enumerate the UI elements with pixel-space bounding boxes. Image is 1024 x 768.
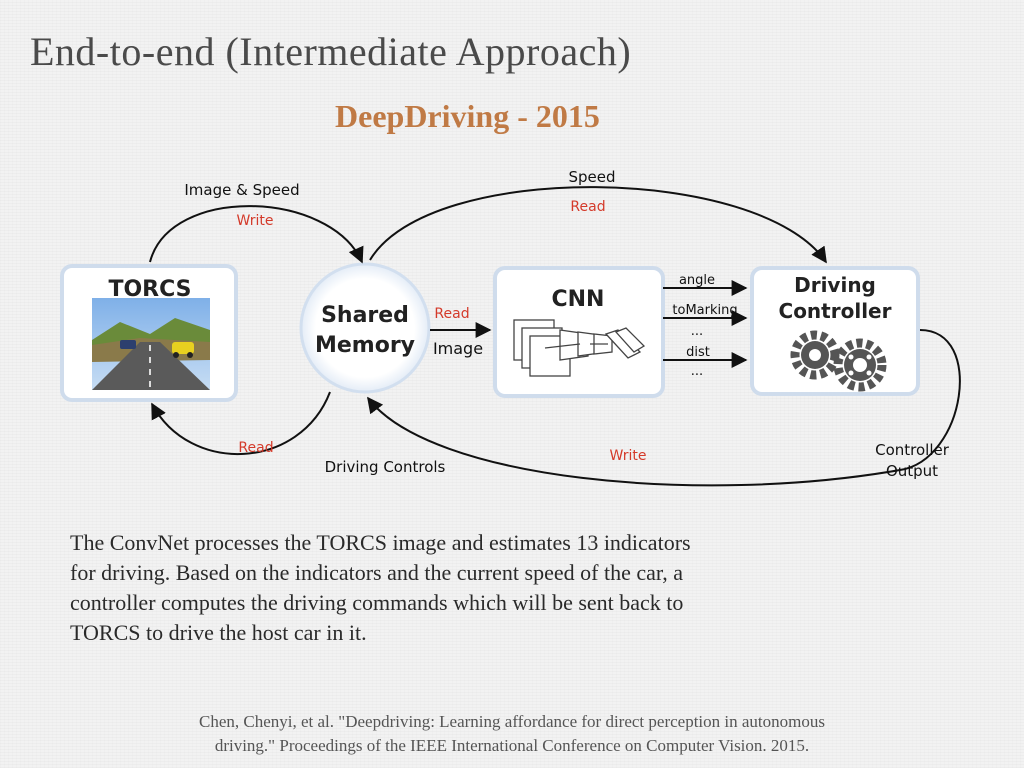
shared-memory-label-line2: Memory bbox=[315, 333, 415, 358]
slide-subtitle: DeepDriving - 2015 bbox=[335, 98, 600, 134]
label-angle: angle bbox=[679, 273, 715, 288]
label-dots-1: ... bbox=[691, 324, 703, 339]
cnn-node: CNN bbox=[493, 266, 665, 398]
driving-controller-node: Driving Controller bbox=[750, 266, 920, 396]
arrow-memory-to-torcs bbox=[151, 391, 331, 456]
description-line: for driving. Based on the indicators and… bbox=[70, 560, 684, 585]
label-controller-output-line1: Controller bbox=[875, 441, 950, 459]
description-line: TORCS to drive the host car in it. bbox=[70, 620, 367, 645]
arrow-torcs-to-memory bbox=[149, 205, 364, 264]
cnn-label: CNN bbox=[552, 287, 605, 312]
description-paragraph: The ConvNet processes the TORCS image an… bbox=[70, 528, 970, 648]
label-image: Image bbox=[433, 339, 483, 358]
driving-controller-label-line1: Driving bbox=[794, 273, 876, 297]
cnn-layers-icon bbox=[513, 319, 646, 377]
label-dots-2: ... bbox=[691, 364, 703, 379]
label-image-speed: Image & Speed bbox=[184, 181, 299, 199]
torcs-label: TORCS bbox=[108, 277, 191, 302]
label-write-bottom: Write bbox=[610, 448, 647, 464]
driving-controller-label-line2: Controller bbox=[779, 299, 892, 323]
description-line: controller computes the driving commands… bbox=[70, 590, 684, 615]
torcs-node: TORCS bbox=[60, 264, 238, 402]
label-write-top: Write bbox=[237, 213, 274, 229]
shared-memory-label-line1: Shared bbox=[321, 303, 409, 328]
torcs-screenshot-image bbox=[92, 298, 210, 390]
label-read-top: Read bbox=[570, 199, 605, 215]
citation: Chen, Chenyi, et al. "Deepdriving: Learn… bbox=[0, 710, 1024, 758]
gears-icon bbox=[790, 330, 887, 392]
label-controller-output-line2: Output bbox=[886, 462, 938, 480]
citation-line: driving." Proceedings of the IEEE Intern… bbox=[214, 736, 810, 755]
shared-memory-node: Shared Memory bbox=[299, 262, 431, 394]
label-dist: dist bbox=[686, 345, 710, 360]
arrow-controller-to-memory bbox=[367, 329, 961, 487]
label-driving-controls: Driving Controls bbox=[325, 458, 446, 476]
citation-line: Chen, Chenyi, et al. "Deepdriving: Learn… bbox=[199, 712, 825, 731]
slide-title: End-to-end (Intermediate Approach) bbox=[30, 29, 632, 74]
label-speed: Speed bbox=[568, 168, 615, 186]
description-line: The ConvNet processes the TORCS image an… bbox=[70, 530, 691, 555]
label-tomarking: toMarking bbox=[672, 303, 737, 318]
label-read-mid: Read bbox=[434, 306, 469, 322]
arrow-memory-to-controller bbox=[369, 186, 827, 264]
label-read-bottom: Read bbox=[238, 440, 273, 456]
